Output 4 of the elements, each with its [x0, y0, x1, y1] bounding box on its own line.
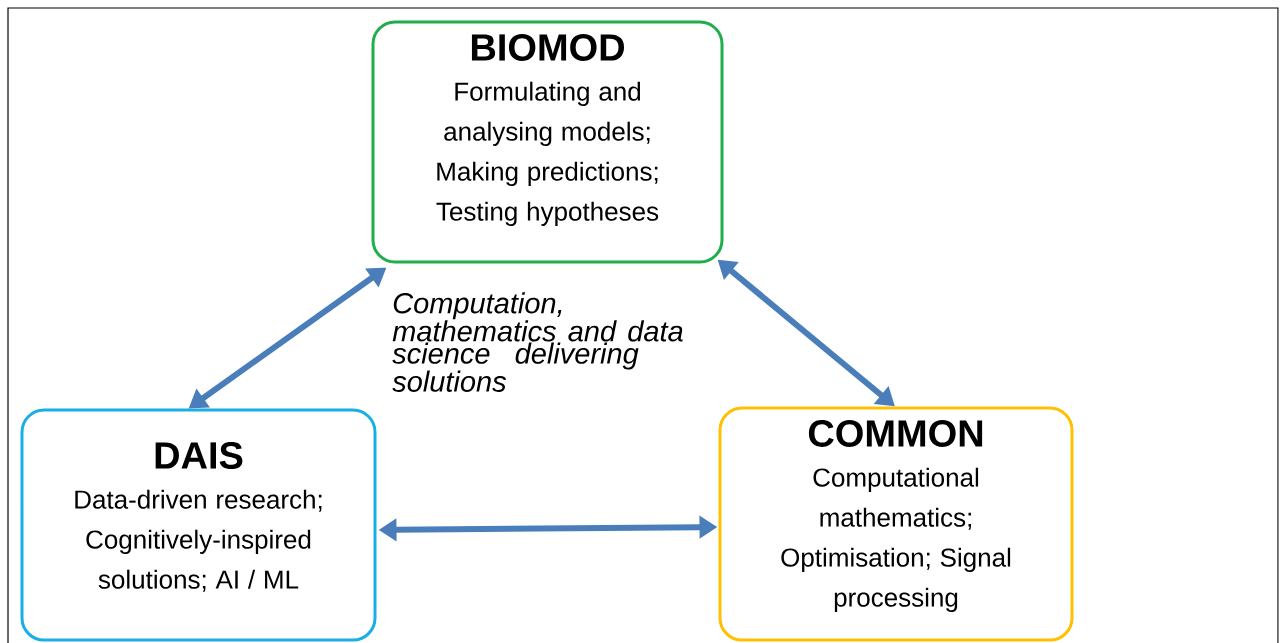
caption-text: Computation, mathematics and data science delivering solutions [392, 292, 683, 392]
team-box: BIOMOD Formulating and analysing models; Making predictions; Testing hypotheses [371, 20, 724, 264]
team-box: COMMON Computational mathematics; Optimisation; Signal processing [718, 406, 1074, 642]
team-box: DAIS Data-driven research; Cognitively-inspired solutions; AI / ML [20, 408, 377, 642]
